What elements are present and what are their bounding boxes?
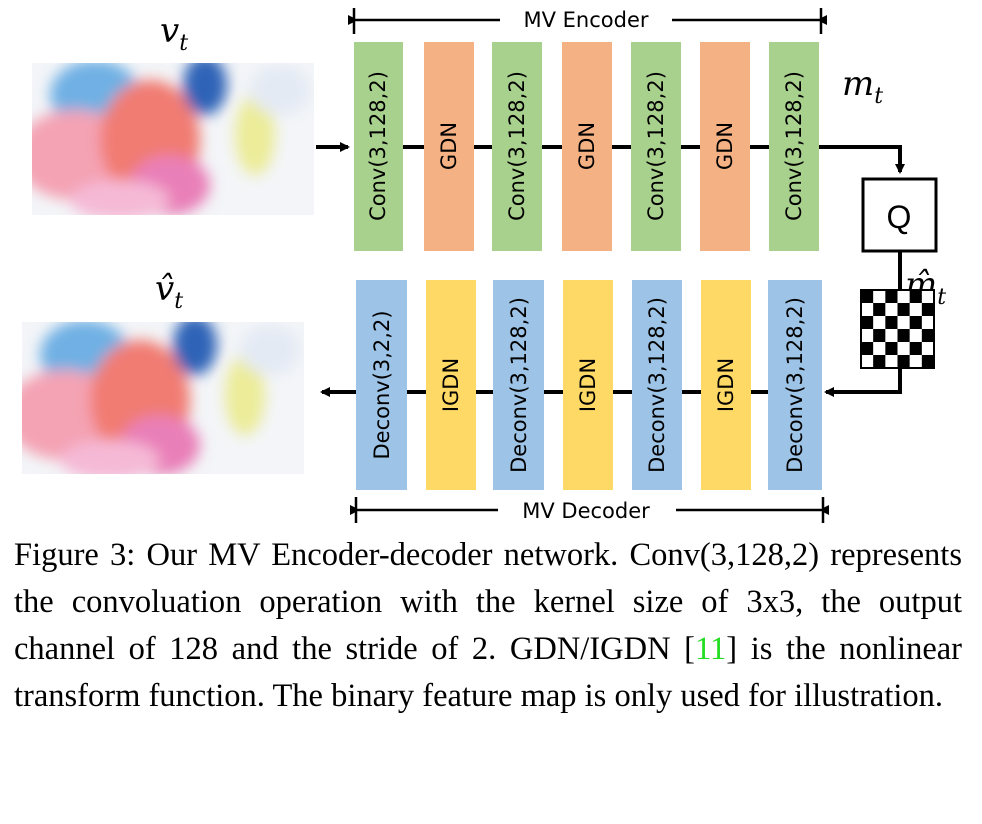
encoder-block-conv-1: Conv(3,128,2): [354, 42, 403, 251]
feature-map-cell: [873, 342, 886, 356]
svg-text:Conv(3,128,2): Conv(3,128,2): [366, 71, 390, 221]
feature-map-cell: [885, 303, 898, 317]
decoder-label: MV Decoder: [522, 499, 650, 523]
feature-map-cell: [909, 342, 923, 356]
svg-text:Conv(3,128,2): Conv(3,128,2): [644, 71, 668, 221]
quantizer-label: Q: [887, 199, 912, 235]
svg-text:IGDN: IGDN: [714, 358, 738, 412]
feature-map-cell: [861, 329, 874, 343]
svg-text:Conv(3,128,2): Conv(3,128,2): [782, 71, 806, 221]
svg-text:Deconv(3,128,2): Deconv(3,128,2): [783, 297, 807, 473]
encoder-block-conv-2: Conv(3,128,2): [492, 42, 542, 251]
feature-map-cell: [861, 355, 874, 369]
decoder-block-deconv-3: Deconv(3,128,2): [632, 280, 682, 490]
encoder-bracket: [348, 8, 827, 34]
feature-map-cell: [885, 355, 898, 369]
feature-map-cell: [897, 355, 910, 369]
svg-text:Conv(3,128,2): Conv(3,128,2): [505, 71, 529, 221]
binary-feature-map: [861, 290, 935, 369]
feature-map-cell: [885, 342, 898, 356]
encoder-block-gdn-2: GDN: [562, 42, 612, 251]
feature-map-cell: [861, 316, 874, 330]
reconstructed-flow-image: [22, 322, 304, 474]
feature-map-cell: [921, 355, 935, 369]
decoder-bracket: [350, 497, 829, 523]
feature-map-cell: [885, 316, 898, 330]
decoder-block-igdn-2: IGDN: [563, 280, 613, 490]
svg-text:Deconv(3,2,2): Deconv(3,2,2): [370, 310, 394, 459]
feature-map-cell: [861, 303, 874, 317]
svg-text:IGDN: IGDN: [576, 358, 600, 412]
feature-map-cell: [897, 329, 910, 343]
feature-map-cell: [921, 342, 935, 356]
decoder-block-deconv-4: Deconv(3,128,2): [768, 280, 822, 490]
decoder-block-deconv-1: Deconv(3,2,2): [356, 280, 407, 490]
decoder-block-deconv-2: Deconv(3,128,2): [493, 280, 544, 490]
encoder-blocks: Conv(3,128,2) GDN Conv(3,128,2) GDN Conv…: [354, 42, 819, 251]
feature-map-cell: [861, 342, 874, 356]
encoder-block-gdn-3: GDN: [700, 42, 750, 251]
feature-map-cell: [921, 290, 935, 304]
feature-map-cell: [897, 342, 910, 356]
feature-map-cell: [921, 329, 935, 343]
encoder-block-conv-4: Conv(3,128,2): [769, 42, 819, 251]
input-frame-label: vt: [160, 11, 188, 56]
feature-map-cell: [909, 329, 923, 343]
feature-map-cell: [873, 355, 886, 369]
reconstructed-frame-label: v̂t: [155, 269, 183, 314]
citation-link[interactable]: 11: [694, 631, 727, 667]
caption-text-end: ] is the nonlinear transform function. T…: [14, 631, 962, 714]
decoder-block-igdn-3: IGDN: [701, 280, 751, 490]
feature-map-cell: [897, 303, 910, 317]
feature-map-cell: [897, 316, 910, 330]
svg-text:Deconv(3,128,2): Deconv(3,128,2): [645, 297, 669, 473]
feature-map-cell: [873, 316, 886, 330]
motion-label: mt: [842, 64, 883, 109]
binary-feature-map-border: [860, 289, 935, 369]
svg-text:Deconv(3,128,2): Deconv(3,128,2): [507, 297, 531, 473]
feature-map-cell: [873, 290, 886, 304]
decoder-block-igdn-1: IGDN: [426, 280, 476, 490]
decoder-connectors: [320, 251, 902, 397]
feature-map-cell: [861, 290, 874, 304]
feature-map-cell: [885, 290, 898, 304]
svg-text:GDN: GDN: [575, 122, 599, 170]
input-flow-image: [32, 63, 314, 215]
decoder-blocks: Deconv(3,2,2) IGDN Deconv(3,128,2) IGDN …: [356, 280, 822, 490]
feature-map-cell: [921, 316, 935, 330]
feature-map-cell: [897, 290, 910, 304]
network-diagram: vt v̂t mt m̂t: [22, 8, 946, 523]
feature-map-cell: [921, 303, 935, 317]
encoder-connectors: [316, 142, 905, 174]
feature-map-cell: [909, 303, 923, 317]
feature-map-cell: [909, 316, 923, 330]
feature-map-cell: [909, 355, 923, 369]
feature-map-cell: [873, 303, 886, 317]
encoder-label: MV Encoder: [523, 8, 648, 32]
feature-map-cell: [885, 329, 898, 343]
feature-map-cell: [873, 329, 886, 343]
figure-caption: Figure 3: Our MV Encoder-decoder network…: [14, 532, 962, 720]
caption-text-start: Figure 3: Our MV Encoder-decoder network…: [14, 537, 962, 667]
encoder-block-gdn-1: GDN: [424, 42, 474, 251]
svg-text:GDN: GDN: [713, 122, 737, 170]
svg-text:GDN: GDN: [437, 122, 461, 170]
quantizer-box: Q: [861, 177, 938, 253]
encoder-block-conv-3: Conv(3,128,2): [631, 42, 681, 251]
svg-text:IGDN: IGDN: [439, 358, 463, 412]
feature-map-cell: [909, 290, 923, 304]
